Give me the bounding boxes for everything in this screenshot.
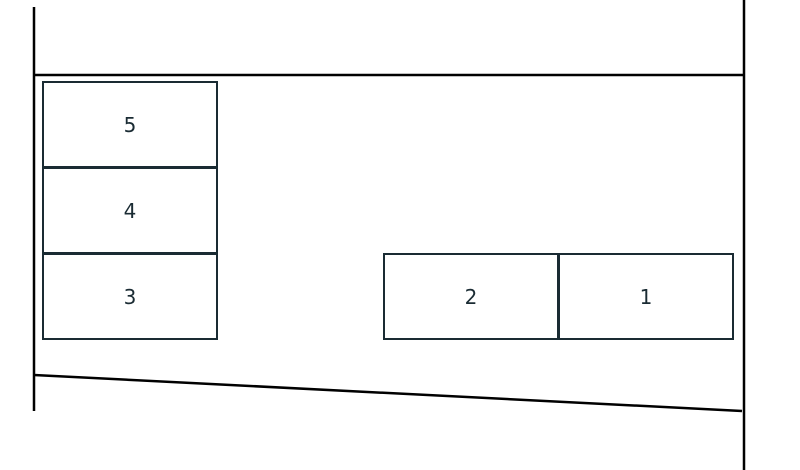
box-4: 4: [42, 167, 218, 254]
box-2-label: 2: [464, 284, 478, 309]
box-3-label: 3: [123, 284, 137, 309]
box-5-label: 5: [123, 112, 137, 137]
box-2: 2: [383, 253, 559, 340]
box-1: 1: [558, 253, 734, 340]
bottom-slanted-line: [33, 373, 743, 413]
box-4-label: 4: [123, 198, 137, 223]
box-5: 5: [42, 81, 218, 168]
box-1-label: 1: [639, 284, 653, 309]
box-3: 3: [42, 253, 218, 340]
